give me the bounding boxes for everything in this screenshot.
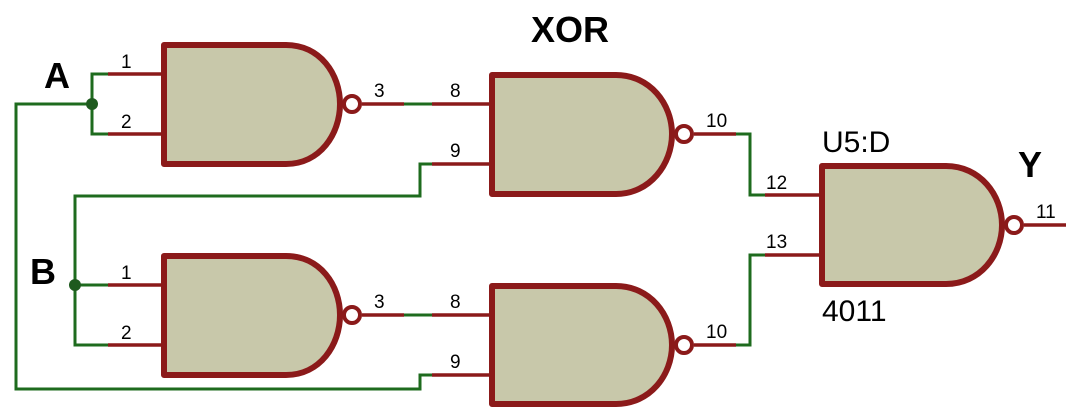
nand-gates: [161, 42, 1024, 407]
pin-number: 11: [1036, 202, 1056, 223]
nand-gate-5: [819, 163, 1005, 287]
nand-gate-4: [489, 283, 675, 407]
pin-number: 8: [450, 81, 461, 102]
inversion-bubble-1: [342, 94, 362, 114]
input-b-label: B: [30, 251, 56, 292]
part-reference-label: U5:D: [822, 126, 890, 159]
nand-gate-2: [489, 72, 675, 197]
wire-b-to-gate2-pin9: [73, 162, 434, 287]
title-label: XOR: [531, 9, 609, 50]
nand-gate-1: [161, 42, 343, 167]
pin-number: 8: [450, 292, 461, 313]
wire-gate2-out-to-gate5-pin12: [734, 132, 767, 197]
wire-a-to-gate1-pin1: [90, 72, 110, 106]
wire-gate4-out-to-gate5-pin13: [734, 253, 767, 347]
pin-number: 9: [450, 141, 461, 162]
junction-dot-b: [69, 279, 81, 291]
pin-number: 2: [121, 112, 132, 133]
pin-numbers: 1 2 3 8 9 10 1 2 3 8 9 10 12 13 11: [121, 52, 1056, 373]
pin-number: 13: [766, 232, 787, 253]
wires: [14, 72, 767, 391]
pin-number: 3: [374, 292, 385, 313]
part-value-label: 4011: [822, 295, 887, 328]
nand-gate-3: [161, 253, 343, 378]
inversion-bubble-3: [342, 305, 362, 325]
pin-number: 10: [706, 111, 727, 132]
wire-a-to-gate1-pin2: [90, 102, 110, 136]
output-y-label: Y: [1018, 144, 1042, 185]
pin-number: 9: [450, 352, 461, 373]
inversion-bubble-2: [674, 124, 694, 144]
input-a-label: A: [44, 55, 70, 96]
junction-dot-a: [86, 98, 98, 110]
pin-number: 3: [374, 81, 385, 102]
pin-leads: [108, 72, 1066, 377]
pin-number: 2: [121, 323, 132, 344]
inversion-bubble-5: [1004, 215, 1024, 235]
wire-b-to-gate3-pin2: [73, 283, 110, 347]
pin-number: 12: [766, 173, 787, 194]
pin-number: 1: [121, 52, 132, 73]
inversion-bubble-4: [674, 335, 694, 355]
pin-number: 10: [706, 322, 727, 343]
pin-number: 1: [121, 263, 132, 284]
wire-a-to-gate4-pin9: [14, 102, 434, 391]
